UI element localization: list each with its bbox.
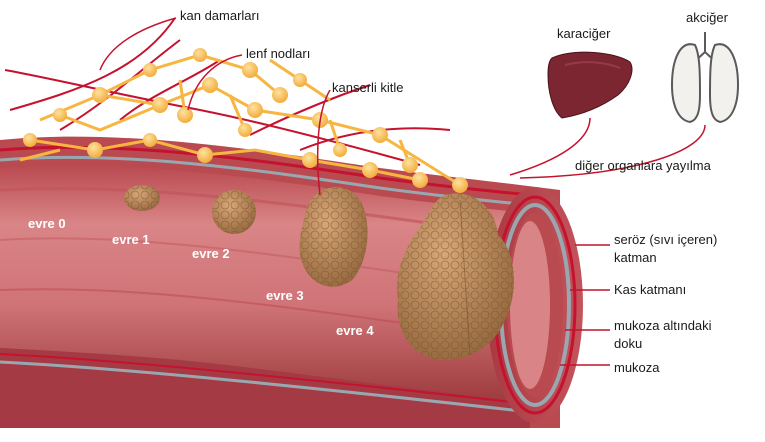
label-serosa-2: katman — [614, 250, 657, 265]
label-stage-2: evre 2 — [192, 246, 230, 261]
label-submucosa-1: mukoza altındaki — [614, 318, 712, 333]
label-cancer-mass: kanserli kitle — [332, 80, 404, 95]
liver-icon — [548, 52, 632, 118]
label-serosa-1: seröz (sıvı içeren) — [614, 232, 717, 247]
label-liver: karaciğer — [557, 26, 611, 41]
label-lung: akciğer — [686, 10, 729, 25]
label-spread: diğer organlara yayılma — [575, 158, 712, 173]
label-stage-3: evre 3 — [266, 288, 304, 303]
label-lymph-nodes: lenf nodları — [246, 46, 310, 61]
leader-blood-vessels — [100, 18, 176, 70]
lung-icon — [672, 32, 738, 122]
label-blood-vessels: kan damarları — [180, 8, 259, 23]
label-stage-1: evre 1 — [112, 232, 150, 247]
label-stage-0: evre 0 — [28, 216, 66, 231]
label-mucosa: mukoza — [614, 360, 660, 375]
label-stage-4: evre 4 — [336, 323, 374, 338]
label-submucosa-2: doku — [614, 336, 642, 351]
label-muscle: Kas katmanı — [614, 282, 686, 297]
